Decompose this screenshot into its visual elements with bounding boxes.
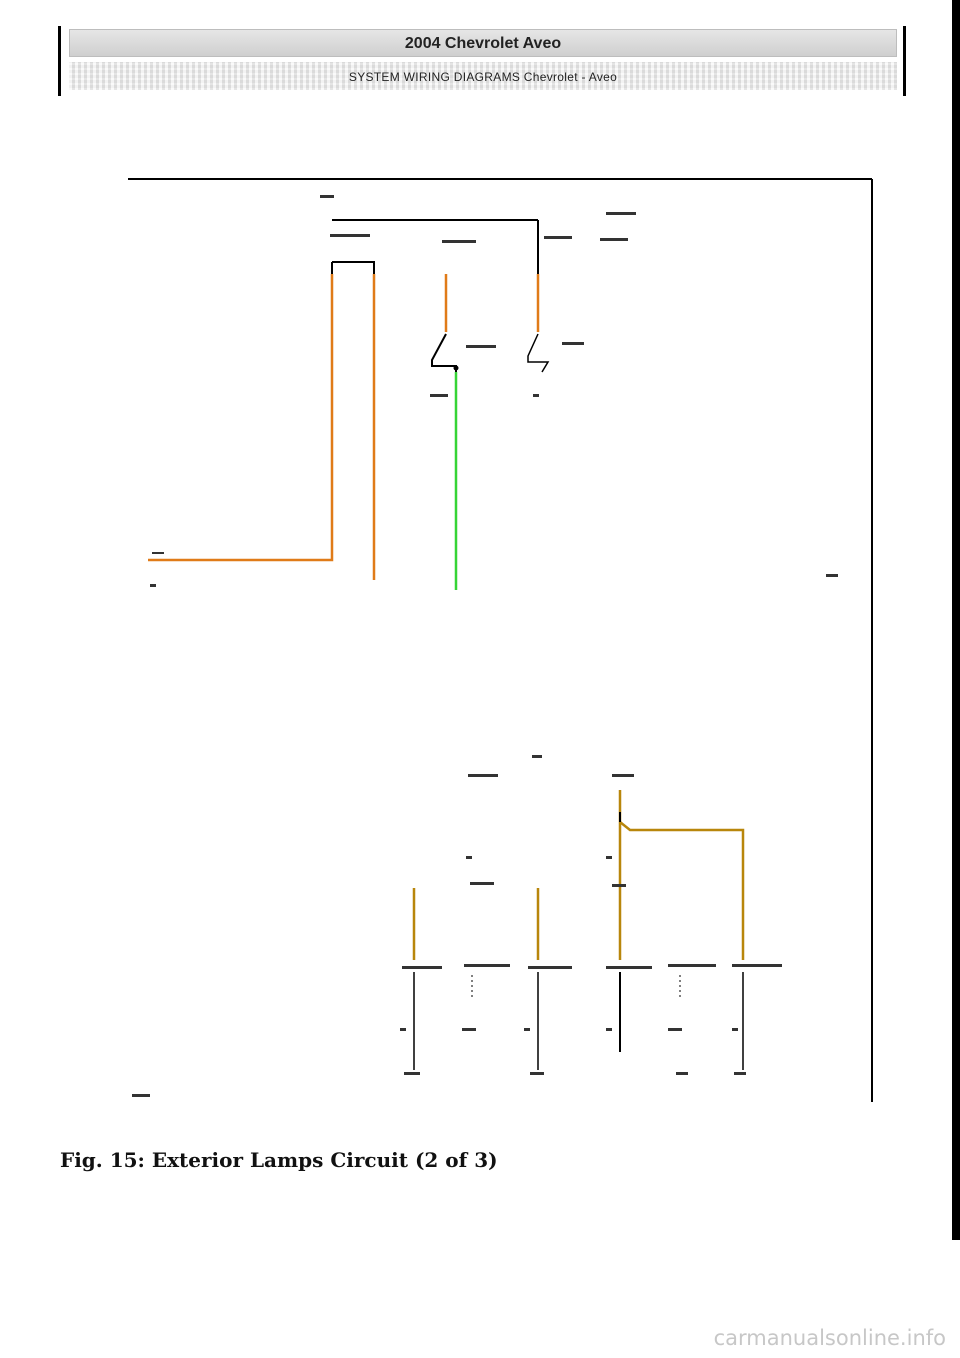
figure-caption: Fig. 15: Exterior Lamps Circuit (2 of 3)	[60, 1148, 498, 1172]
busbar-left	[332, 261, 375, 274]
wire-tan-4	[619, 821, 745, 960]
bottom-connectors	[413, 972, 744, 1070]
wire-orange-1	[148, 274, 334, 562]
switch-right	[527, 333, 550, 373]
document-title: 2004 Chevrolet Aveo	[69, 29, 897, 57]
page-edge-bar	[952, 0, 960, 1240]
switch-left	[431, 333, 457, 372]
document-header: 2004 Chevrolet Aveo SYSTEM WIRING DIAGRA…	[58, 26, 906, 96]
document-subtitle: SYSTEM WIRING DIAGRAMS Chevrolet - Aveo	[69, 62, 897, 90]
watermark: carmanualsonline.info	[713, 1326, 946, 1350]
illegible-label-marks	[132, 195, 838, 1097]
switch-left-contact	[453, 365, 459, 371]
